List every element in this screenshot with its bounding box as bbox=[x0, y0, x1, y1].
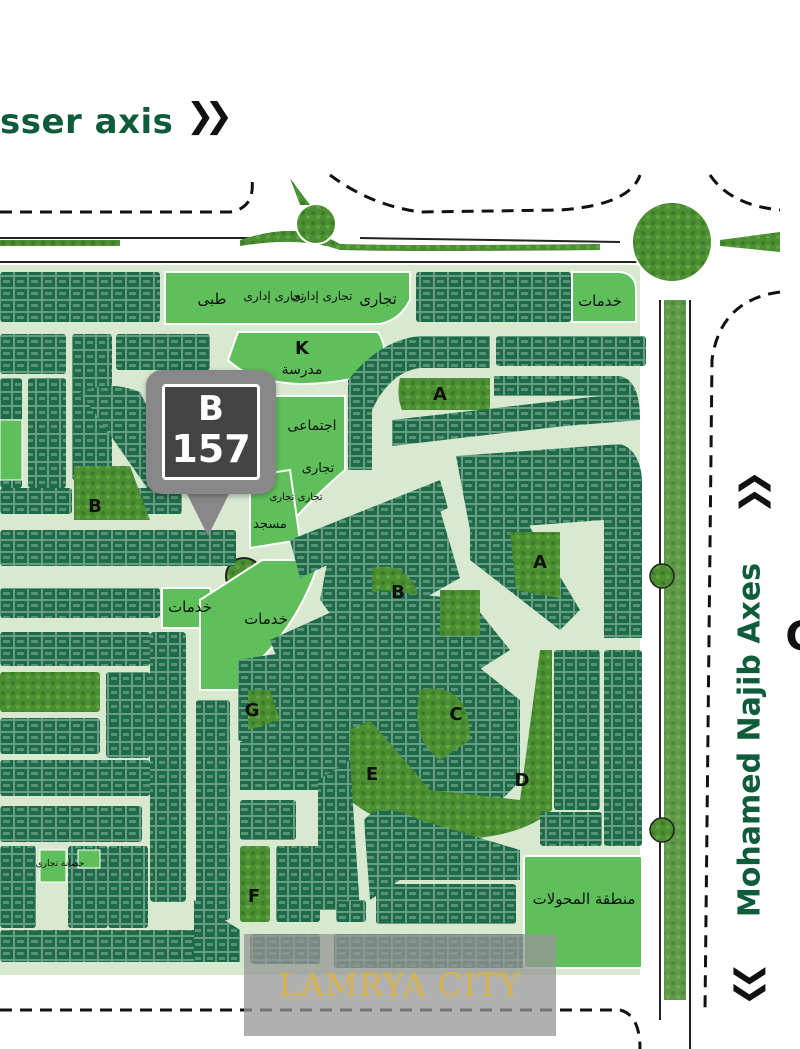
pin-plot-number: 157 bbox=[171, 427, 251, 471]
zone-medical: طبى bbox=[198, 290, 227, 308]
pin-block-letter: B bbox=[198, 389, 224, 429]
block-label-d: D bbox=[515, 770, 530, 791]
block-label-c: C bbox=[449, 704, 462, 725]
roundabout-top-right bbox=[631, 201, 713, 283]
road-dashes bbox=[0, 173, 781, 1049]
top-axis-label: sser axis bbox=[0, 102, 174, 142]
watermark-logo: LAMRYA CITY bbox=[244, 934, 556, 1036]
zone-commercial-admin-2: تجارى إدارى bbox=[292, 289, 353, 304]
zone-services-left: خدمات bbox=[168, 598, 212, 616]
zone-school: مدرسة bbox=[282, 362, 323, 378]
block-label-a-top: A bbox=[433, 384, 447, 405]
chevron-right-icon: ❯❯ bbox=[186, 96, 233, 136]
zone-social: اجتماعى bbox=[287, 418, 336, 434]
zone-commercial-admin-1: تجارى إدارى bbox=[244, 289, 305, 304]
zone-services-top: خدمات bbox=[578, 292, 622, 310]
zone-commercial-top: تجارى bbox=[359, 290, 396, 308]
watermark-text: LAMRYA CITY bbox=[278, 966, 522, 1004]
block-label-b-center: B bbox=[391, 582, 405, 603]
zone-shop-small: حضانة تجارى bbox=[36, 859, 85, 869]
location-pin-label: B 157 bbox=[162, 384, 260, 480]
zone-school-letter: K bbox=[295, 338, 310, 359]
zone-services-center: خدمات bbox=[244, 610, 288, 628]
zone-mosque: مسجد bbox=[253, 517, 287, 532]
zone-substation: منطقة المحولات bbox=[533, 890, 636, 908]
location-pin-tail bbox=[186, 492, 230, 536]
roundabout-top-left bbox=[295, 203, 337, 245]
right-axis-wrapper: Mohamed Najib Axes bbox=[720, 520, 780, 960]
edge-fragment: C bbox=[785, 614, 800, 660]
block-label-g: G bbox=[245, 700, 260, 721]
chevron-down-icon: ❯❯ bbox=[732, 962, 771, 996]
road-edges bbox=[0, 237, 691, 1049]
right-axis-label: Mohamed Najib Axes bbox=[732, 562, 768, 918]
block-label-a-right: A bbox=[533, 552, 547, 573]
block-label-e: E bbox=[366, 764, 378, 785]
location-pin-marker[interactable]: B 157 bbox=[146, 370, 276, 494]
block-label-b-left: B bbox=[88, 496, 102, 517]
zone-commercial-small: تجارى تجارى bbox=[269, 492, 322, 503]
chevron-up-icon: ❯❯ bbox=[732, 480, 771, 514]
zone-commercial-mid: تجارى bbox=[302, 461, 335, 476]
block-label-f: F bbox=[248, 886, 260, 907]
